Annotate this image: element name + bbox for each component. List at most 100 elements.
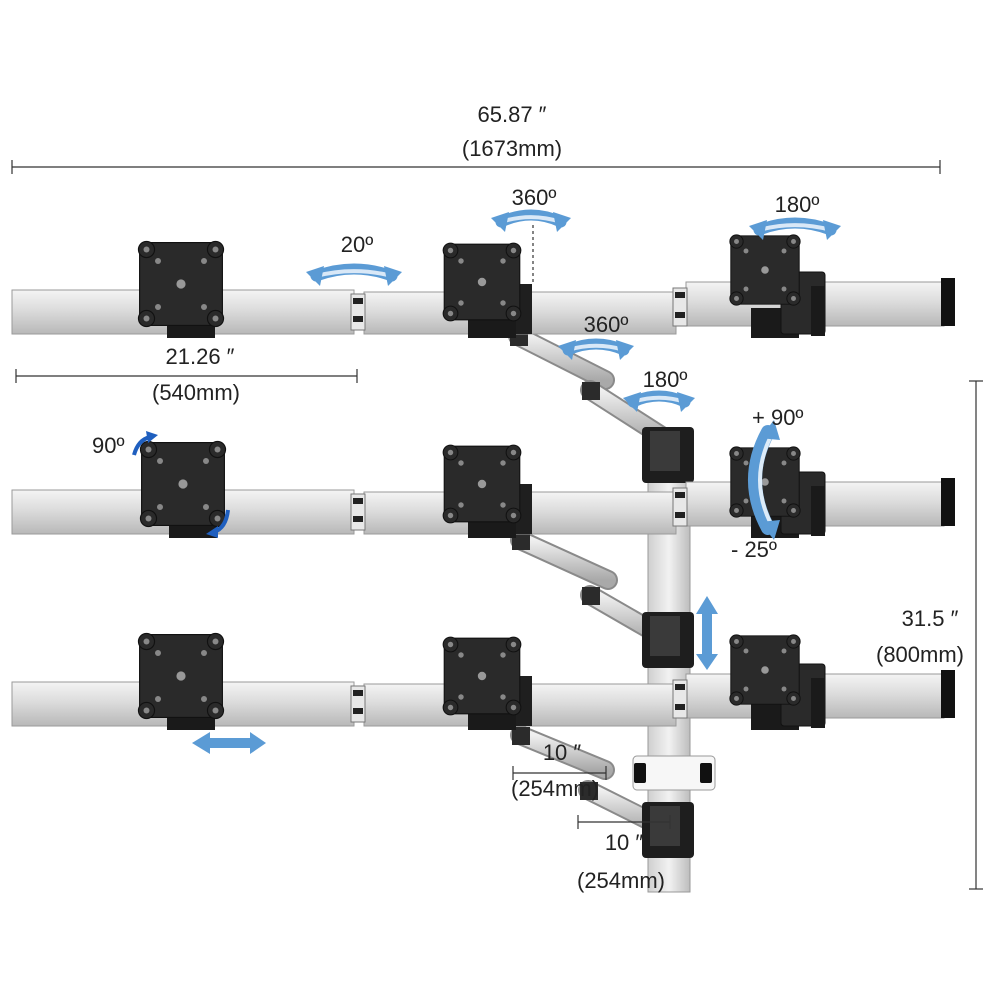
- vesa-plate-hole: [458, 460, 464, 466]
- arm-upper-mm-label: (254mm): [510, 776, 600, 801]
- curved-arrow-head-right: [384, 266, 402, 286]
- vesa-plate-hole: [500, 694, 506, 700]
- vesa-plate-icon: [137, 632, 225, 720]
- vesa-plate-hole: [510, 247, 517, 254]
- arm-segment: [512, 532, 616, 588]
- bar-length-dimension: [15, 369, 358, 383]
- bar-tilt-label: 20º: [340, 232, 374, 257]
- vesa-plate-hole: [201, 650, 207, 656]
- vesa-plate-icon: [442, 242, 522, 322]
- vesa-plate-hole: [203, 458, 209, 464]
- double-arrow-shaft: [702, 612, 712, 656]
- vesa-plate-hole: [500, 502, 506, 508]
- total-width-dimension: [11, 160, 941, 174]
- vesa-plate-hole: [214, 515, 221, 522]
- vesa-plate-center: [761, 478, 769, 486]
- vesa-plate-hole: [500, 652, 506, 658]
- bar-tilt-arrow: [306, 263, 402, 286]
- vesa-plate-hole: [145, 515, 152, 522]
- mount-swivel-label: 360º: [511, 185, 557, 210]
- arm-lower-mm-label: (254mm): [576, 868, 666, 893]
- arm-upper-dimension: [512, 766, 607, 780]
- pole-clamp-face: [650, 806, 680, 846]
- vesa-plate-hole: [157, 458, 163, 464]
- vesa-plate-hole: [510, 449, 517, 456]
- vesa-plate-icon: [442, 444, 522, 524]
- slide-double-arrow-icon: [192, 732, 266, 754]
- tilt-up-label: + 90º: [752, 405, 804, 430]
- vesa-plate-hole: [510, 704, 517, 711]
- pole-clamp-face: [650, 616, 680, 656]
- vesa-plate-hole: [743, 498, 749, 504]
- total-width-mm-label: (1673mm): [461, 136, 563, 161]
- arm-segment: [510, 328, 613, 388]
- arm-joint-block: [512, 727, 530, 745]
- vesa-plate-hole: [447, 512, 454, 519]
- vesa-plate-center: [477, 277, 487, 287]
- vesa-plate-hole: [510, 641, 517, 648]
- bar-coupler-pin: [675, 292, 685, 298]
- plate-swivel-label: 180º: [774, 192, 820, 217]
- bar-length-mm-label: (540mm): [151, 380, 241, 405]
- vesa-plate-hole: [155, 696, 161, 702]
- vesa-plate-hole: [743, 286, 749, 292]
- arm-lower-inch-label: 10 ″: [604, 830, 644, 855]
- dimension-lines-layer: [11, 160, 983, 890]
- vesa-plate-hole: [781, 460, 787, 466]
- bar-end-cap: [941, 278, 955, 326]
- vesa-plate-center: [761, 266, 769, 274]
- arm-joint-block: [512, 532, 530, 550]
- height-inch-label: 31.5 ″: [901, 606, 959, 631]
- side-swivel-clamp: [811, 678, 825, 728]
- tilt-arrow: [748, 420, 780, 540]
- tilt-arrow-band: [748, 425, 775, 535]
- arm-joint-arrow: [623, 390, 695, 412]
- vesa-plate-hole: [201, 258, 207, 264]
- vesa-plate-hole: [791, 239, 796, 244]
- bar-end-cap: [941, 670, 955, 718]
- vesa-plate-hole: [155, 650, 161, 656]
- curved-arrow-highlight: [758, 223, 832, 232]
- curved-arrow-head-right: [616, 340, 634, 360]
- bar-coupler-pin: [353, 690, 363, 696]
- vesa-plate-hole: [743, 460, 749, 466]
- vesa-plate-icon: [729, 234, 801, 306]
- plate-swivel-arrow: [749, 217, 841, 240]
- wall-plate-right-hole: [700, 763, 712, 783]
- curved-arrow-head-left: [623, 392, 641, 412]
- pole-clamp-face: [650, 431, 680, 471]
- rotate-arrow-bottom-head: [206, 526, 218, 538]
- vesa-plate-icon: [137, 240, 225, 328]
- vesa-plate-hole: [734, 696, 739, 701]
- curved-arrow-head-left: [558, 340, 576, 360]
- total-width-inch-label: 65.87 ″: [477, 102, 547, 127]
- vesa-plate-hole: [743, 248, 749, 254]
- vesa-plate-hole: [212, 638, 219, 645]
- curved-arrow-head-right: [677, 392, 695, 412]
- arm-upper-inch-label: 10 ″: [542, 740, 582, 765]
- vesa-plate-center: [477, 479, 487, 489]
- vesa-plate-hole: [734, 639, 739, 644]
- tilt-arrow-head-top: [760, 420, 780, 440]
- vesa-plate-hole: [781, 498, 787, 504]
- mount-swivel-arrow: [491, 209, 571, 232]
- bar-coupler-pin: [675, 704, 685, 710]
- curved-arrow-highlight: [315, 269, 393, 278]
- vesa-plate-hole: [201, 304, 207, 310]
- vesa-plate-hole: [458, 502, 464, 508]
- vesa-plate-hole: [447, 247, 454, 254]
- vesa-plate-hole: [143, 638, 150, 645]
- vesa-plate-hole: [447, 310, 454, 317]
- vesa-plate-center: [761, 666, 769, 674]
- vesa-plate-hole: [212, 246, 219, 253]
- vesa-plate-hole: [743, 686, 749, 692]
- side-swivel-clamp: [811, 286, 825, 336]
- wall-plate-left-hole: [634, 763, 646, 783]
- vesa-plate-icon: [729, 634, 801, 706]
- arm-segment: [512, 727, 613, 778]
- arm-lower-dimension: [577, 815, 671, 829]
- vesa-plate-hole: [458, 694, 464, 700]
- vesa-plate-hole: [510, 512, 517, 519]
- height-mm-label: (800mm): [875, 642, 965, 667]
